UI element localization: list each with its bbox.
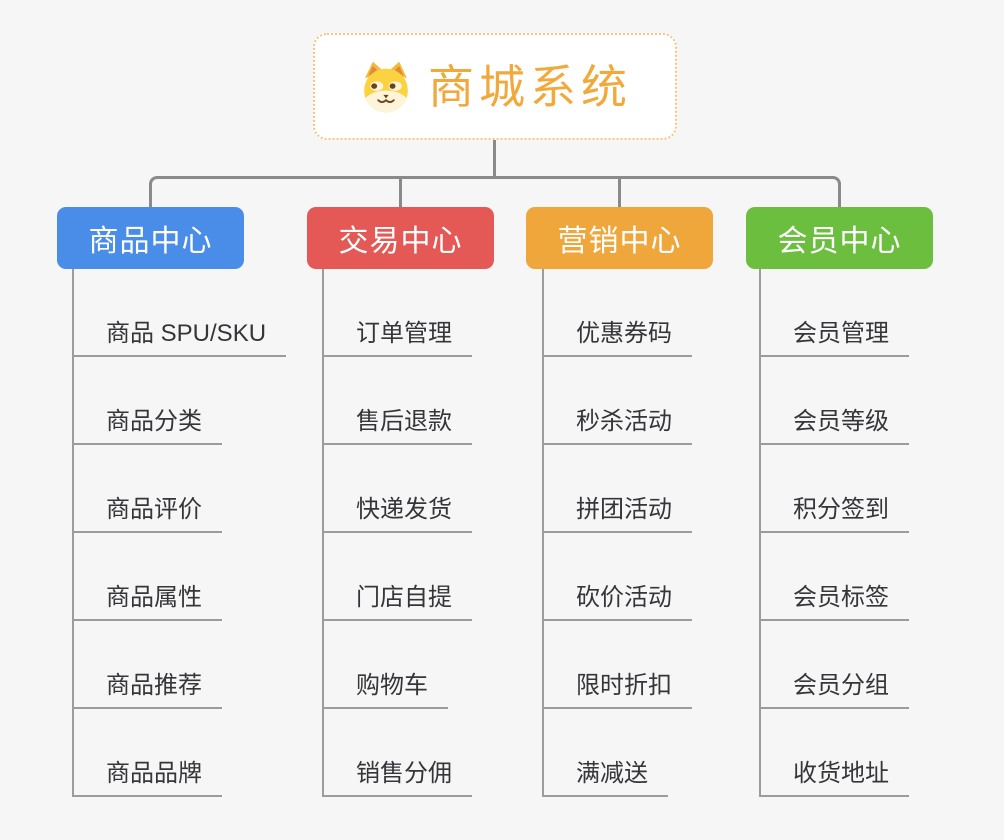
connector-bus-left [149, 176, 495, 207]
branch-children-marketing-center: 优惠券码 秒杀活动 拼团活动 砍价活动 限时折扣 满减送 [542, 269, 692, 797]
child-topic[interactable]: 会员等级 [761, 407, 909, 445]
child-topic[interactable]: 商品评价 [74, 495, 222, 533]
child-topic[interactable]: 商品分类 [74, 407, 222, 445]
child-topic[interactable]: 购物车 [324, 671, 448, 709]
child-topic[interactable]: 拼团活动 [544, 495, 692, 533]
child-topic[interactable]: 会员标签 [761, 583, 909, 621]
child-topic[interactable]: 优惠券码 [544, 319, 692, 357]
branch-topic-label: 会员中心 [777, 225, 902, 258]
child-topic[interactable]: 砍价活动 [544, 583, 692, 621]
child-topic[interactable]: 商品品牌 [74, 759, 222, 797]
branch-topic-label: 交易中心 [338, 225, 463, 258]
child-topic[interactable]: 积分签到 [761, 495, 909, 533]
child-topic[interactable]: 快递发货 [324, 495, 472, 533]
root-topic-title: 商城系统 [428, 60, 632, 113]
root-topic[interactable]: 商城系统 [313, 33, 677, 140]
child-topic[interactable]: 会员管理 [761, 319, 909, 357]
connector-root-stub [493, 140, 496, 179]
connector-bus-right [495, 176, 841, 207]
branch-children-trade-center: 订单管理 售后退款 快递发货 门店自提 购物车 销售分佣 [322, 269, 472, 797]
child-topic[interactable]: 满减送 [544, 759, 668, 797]
branch-topic-member-center[interactable]: 会员中心 [746, 207, 933, 269]
child-topic[interactable]: 订单管理 [324, 319, 472, 357]
doge-dog-icon [358, 59, 414, 115]
branch-topic-label: 营销中心 [557, 225, 682, 258]
child-topic[interactable]: 限时折扣 [544, 671, 692, 709]
connector-drop-branch-1 [399, 179, 402, 207]
branch-children-product-center: 商品 SPU/SKU 商品分类 商品评价 商品属性 商品推荐 商品品牌 [72, 269, 287, 797]
branch-topic-trade-center[interactable]: 交易中心 [307, 207, 494, 269]
branch-children-member-center: 会员管理 会员等级 积分签到 会员标签 会员分组 收货地址 [759, 269, 909, 797]
child-topic[interactable]: 销售分佣 [324, 759, 472, 797]
branch-topic-label: 商品中心 [88, 225, 213, 258]
child-topic[interactable]: 售后退款 [324, 407, 472, 445]
child-topic[interactable]: 商品推荐 [74, 671, 222, 709]
child-topic[interactable]: 门店自提 [324, 583, 472, 621]
connector-drop-branch-2 [618, 179, 621, 207]
branch-topic-marketing-center[interactable]: 营销中心 [526, 207, 713, 269]
child-topic[interactable]: 秒杀活动 [544, 407, 692, 445]
branch-topic-product-center[interactable]: 商品中心 [57, 207, 244, 269]
child-topic[interactable]: 收货地址 [761, 759, 909, 797]
child-topic[interactable]: 商品属性 [74, 583, 222, 621]
child-topic[interactable]: 会员分组 [761, 671, 909, 709]
child-topic[interactable]: 商品 SPU/SKU [74, 319, 287, 357]
